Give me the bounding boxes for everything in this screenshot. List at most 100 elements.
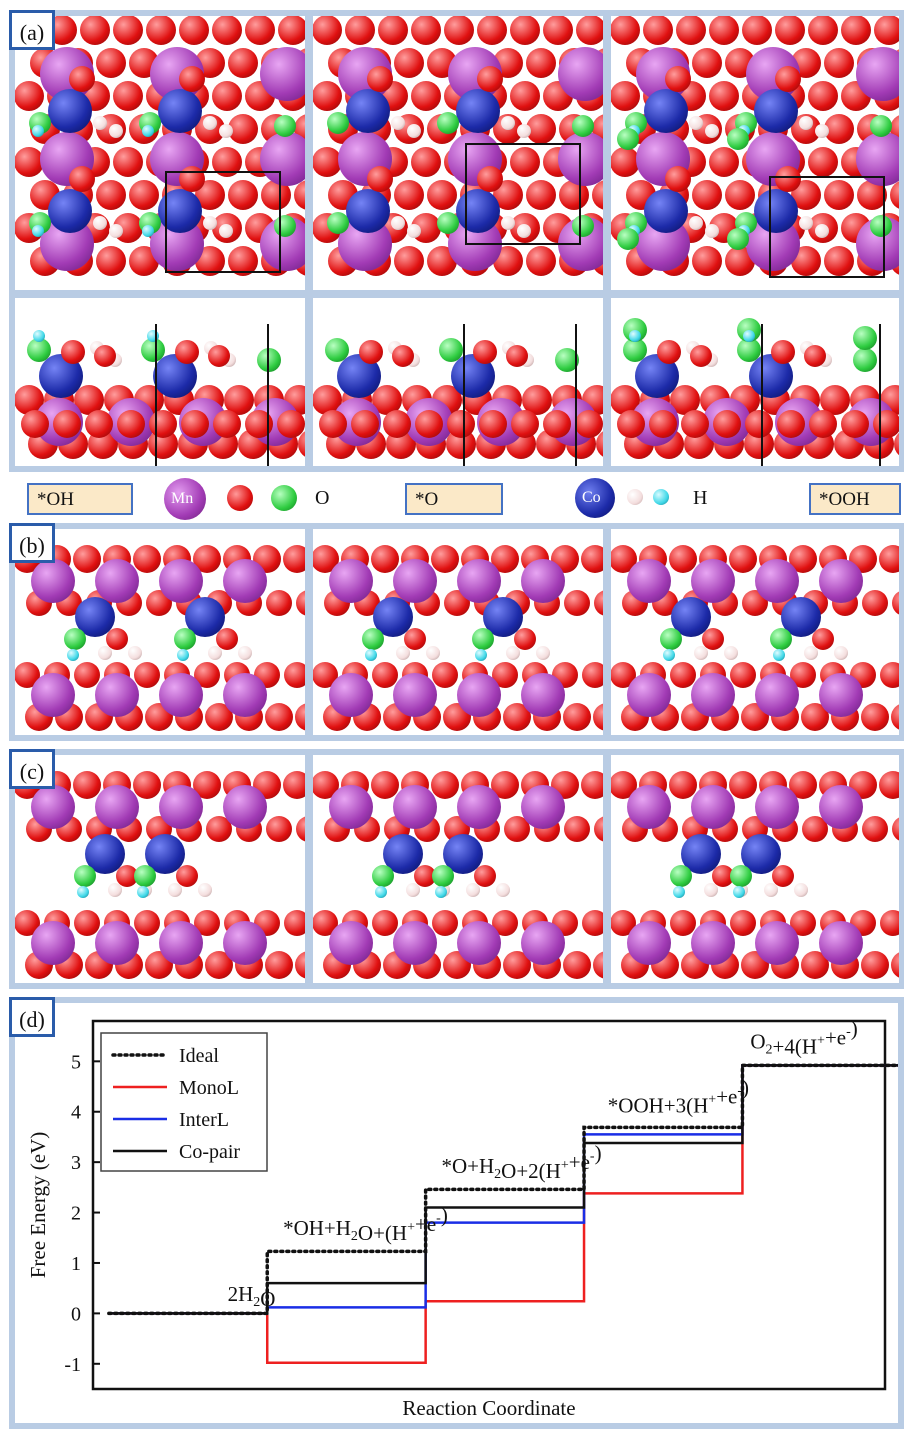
oxygen-atom xyxy=(808,16,838,45)
hydrogen-atom xyxy=(506,646,520,660)
hydrogen-atom xyxy=(799,216,813,230)
manganese-atom xyxy=(329,785,373,829)
y-tick-label: 0 xyxy=(71,1303,81,1325)
legend-entry: Co-pair xyxy=(179,1141,240,1163)
oxygen-atom xyxy=(296,816,305,842)
adsorbed-oxygen-atom xyxy=(737,338,761,362)
oxygen-atom xyxy=(319,410,347,438)
adsorbed-oxygen-atom xyxy=(432,865,454,887)
oxygen-atom xyxy=(611,147,640,177)
hydrogen-atom xyxy=(834,646,848,660)
cell-edge-line xyxy=(267,324,269,466)
plot-frame xyxy=(91,1019,887,1391)
oxygen-atom xyxy=(394,246,424,276)
oxygen-atom xyxy=(113,81,143,111)
manganese-atom xyxy=(819,673,863,717)
adsorbed-oxygen-atom xyxy=(853,348,877,372)
oxygen-atom xyxy=(891,703,899,731)
hydrogen-atom xyxy=(238,646,252,660)
oxygen-atom xyxy=(134,910,160,936)
adsorbed-oxygen-atom xyxy=(617,128,639,150)
oxygen-atom xyxy=(592,114,603,144)
oxygen-atom xyxy=(772,865,794,887)
manganese-atom xyxy=(755,785,799,829)
oxygen-atom xyxy=(824,48,854,78)
y-axis-label: Free Energy (eV) xyxy=(26,1132,50,1279)
manganese-atom xyxy=(260,47,305,101)
oxygen-atom xyxy=(564,590,590,616)
oxygen-atom xyxy=(894,429,899,459)
adsorbed-hydrogen-atom xyxy=(142,225,154,237)
oxygen-atom xyxy=(890,114,899,144)
manganese-atom xyxy=(223,785,267,829)
oxygen-atom xyxy=(212,16,242,45)
oxygen-atom xyxy=(775,16,805,45)
oxygen-atom xyxy=(510,16,540,45)
hydrogen-atom xyxy=(517,124,531,138)
oxygen-atom xyxy=(53,410,81,438)
oxygen-atom xyxy=(96,246,126,276)
adsorbed-oxygen-atom xyxy=(870,215,892,237)
manganese-atom xyxy=(521,785,565,829)
hydrogen-atom xyxy=(203,216,217,230)
oxygen-atom xyxy=(228,48,258,78)
oxygen-atom xyxy=(669,771,697,799)
manganese-atom xyxy=(95,785,139,829)
step-label: 2H2O xyxy=(228,1282,276,1311)
oxygen-atom xyxy=(880,910,899,936)
adsorbed-hydrogen-atom xyxy=(67,649,79,661)
panel-label-b: (b) xyxy=(9,523,55,563)
oxygen-atom xyxy=(643,16,673,45)
manganese-atom xyxy=(627,673,671,717)
oxygen-atom xyxy=(665,166,691,192)
oxygen-atom xyxy=(313,81,342,111)
hydrogen-atom xyxy=(391,116,405,130)
adsorbed-oxygen-atom xyxy=(27,338,51,362)
oxygen-atom xyxy=(245,16,275,45)
cell-edge-line xyxy=(761,324,763,466)
oxygen-atom xyxy=(880,662,899,688)
hydrogen-atom xyxy=(219,224,233,238)
oxygen-atom xyxy=(526,114,556,144)
oxygen-atom xyxy=(265,703,293,731)
step-label: *OH+H2O+(H++e-) xyxy=(283,1203,448,1245)
manganese-atom xyxy=(159,921,203,965)
manganese-atom xyxy=(856,47,899,101)
y-tick-label: 1 xyxy=(71,1253,81,1275)
step-label: *OOH+3(H++e-) xyxy=(608,1076,749,1118)
oxygen-atom xyxy=(427,180,457,210)
adsorbed-oxygen-atom xyxy=(439,338,463,362)
adsorbed-hydrogen-atom xyxy=(773,649,785,661)
hydrogen-atom xyxy=(764,883,778,897)
oxygen-atom xyxy=(690,345,712,367)
oxygen-atom xyxy=(670,910,696,936)
mn-label: Mn xyxy=(171,490,194,507)
frame-b-oh xyxy=(15,529,305,735)
adsorbed-oxygen-atom xyxy=(727,228,749,250)
frame-c-o xyxy=(313,755,603,983)
hydrogen-atom xyxy=(517,224,531,238)
adsorbed-hydrogen-atom xyxy=(629,330,641,342)
hydrogen-atom xyxy=(704,883,718,897)
unit-cell-box xyxy=(165,171,281,273)
hydrogen-atom xyxy=(203,116,217,130)
oxygen-atom xyxy=(378,16,408,45)
oxygen-atom xyxy=(890,180,899,210)
oxygen-atom xyxy=(392,345,414,367)
manganese-atom xyxy=(260,132,305,186)
series-line-ideal xyxy=(107,1063,898,1316)
oxygen-atom xyxy=(133,545,161,573)
tag-ooh: *OOH xyxy=(809,483,901,515)
hydrogen-atom xyxy=(689,116,703,130)
y-tick-label: 5 xyxy=(71,1051,81,1073)
oxygen-atom xyxy=(213,410,241,438)
oxygen-atom xyxy=(149,410,177,438)
oxygen-atom xyxy=(730,662,756,688)
panel-b: (b) xyxy=(9,523,904,741)
oxygen-atom xyxy=(313,147,342,177)
manganese-atom xyxy=(558,47,603,101)
adsorbed-oxygen-atom xyxy=(74,865,96,887)
hydrogen-atom xyxy=(536,646,550,660)
oxygen-atom xyxy=(804,345,826,367)
